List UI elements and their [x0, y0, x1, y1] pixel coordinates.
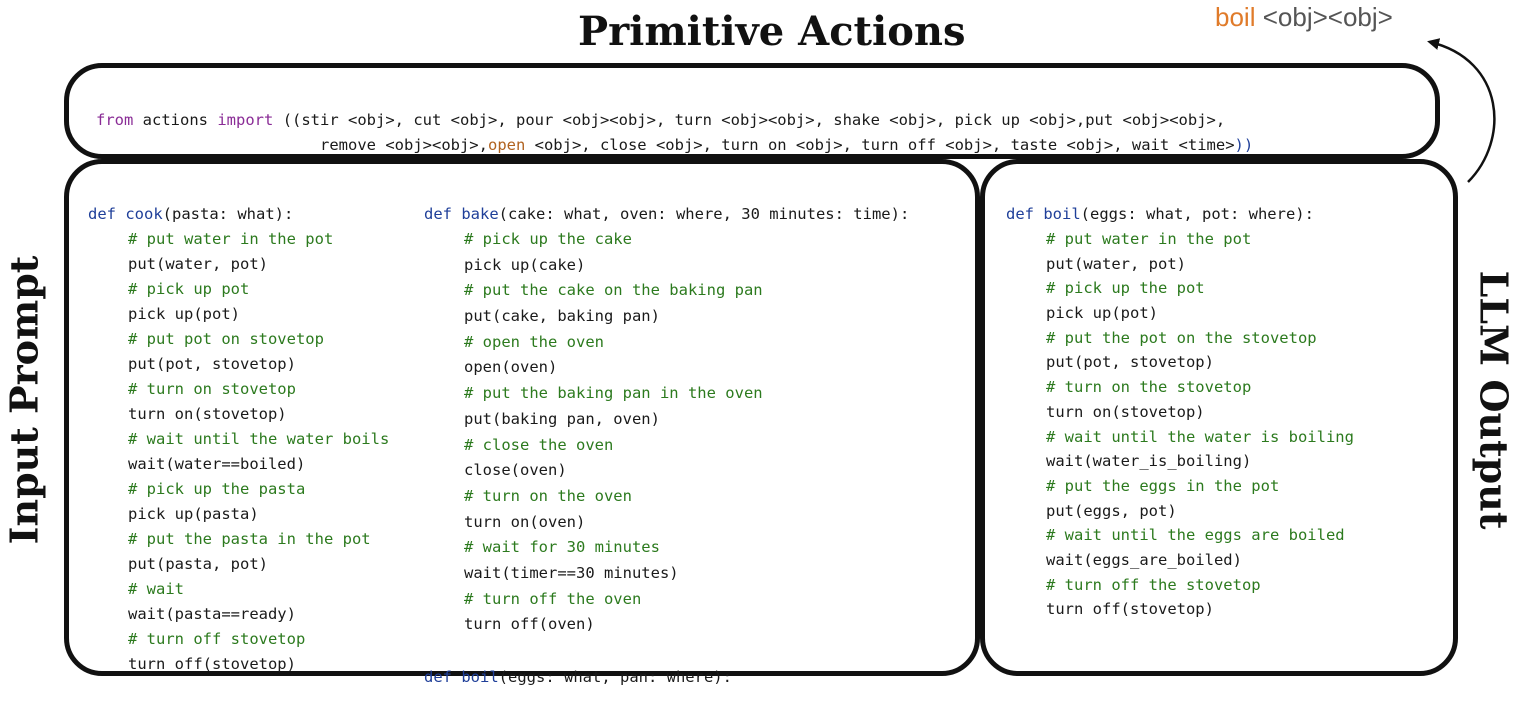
cook-function: def cook(pasta: what): # put water in the… [88, 177, 389, 702]
output_boil-line: put(eggs, pot) [1046, 501, 1177, 520]
bake-line: open(oven) [464, 358, 558, 377]
boil-name: boil [1215, 2, 1256, 32]
output_boil-line: put(pot, stovetop) [1046, 353, 1214, 372]
output-boil-function: def boil(eggs: what, pot: where): # put w… [1006, 177, 1354, 647]
bake-line: # pick up the cake [464, 230, 632, 248]
output_boil-line: # pick up the pot [1046, 279, 1205, 298]
output_boil-line: # put the pot on the stovetop [1046, 328, 1317, 347]
output_boil-line: turn off(stovetop) [1046, 600, 1214, 619]
output_boil-line: # put water in the pot [1046, 230, 1252, 248]
bake-line: put(baking pan, oven) [464, 409, 660, 428]
bake-line: put(cake, baking pan) [464, 307, 660, 326]
input-prompt-label: Input Prompt [1, 255, 47, 545]
primitive-actions-box [64, 63, 1440, 159]
bake-line: # open the oven [464, 332, 604, 351]
bake-line: wait(timer==30 minutes) [464, 563, 679, 582]
bake-line: close(oven) [464, 461, 567, 480]
bake-line: # turn on the oven [464, 486, 632, 505]
output_boil-line: turn on(stovetop) [1046, 402, 1205, 421]
import-line-1: from actions import ((stir <obj>, cut <o… [96, 111, 1226, 129]
cook-line: # put water in the pot [128, 230, 334, 248]
import-statement: from actions import ((stir <obj>, cut <o… [96, 83, 1253, 183]
output_boil-line: # turn on the stovetop [1046, 378, 1252, 397]
output_boil-line: # wait until the eggs are boiled [1046, 526, 1345, 545]
cook-line: turn off(stovetop) [128, 655, 296, 673]
cook-line: put(water, pot) [128, 255, 268, 273]
output_boil-line: put(water, pot) [1046, 254, 1186, 273]
cook-line: turn on(stovetop) [128, 405, 287, 423]
input-prompt-box [64, 159, 980, 676]
cook-line: wait(pasta==ready) [128, 605, 296, 623]
cook-line: # pick up the pasta [128, 480, 306, 498]
bake-def-line: def bake(cake: what, oven: where, 30 min… [424, 205, 910, 223]
output_boil-line: # put the eggs in the pot [1046, 476, 1280, 495]
output_boil-line: # wait until the water is boiling [1046, 427, 1354, 446]
cook-line: pick up(pot) [128, 305, 240, 323]
output_boil-line: wait(water_is_boiling) [1046, 452, 1252, 471]
bake-line: pick up(cake) [464, 255, 586, 274]
bake-line: turn on(oven) [464, 512, 586, 531]
import-line-2: remove <obj><obj>,open <obj>, close <obj… [320, 136, 1254, 154]
llm-output-label: LLM Output [1471, 270, 1517, 530]
bake-function: def bake(cake: what, oven: where, 30 min… [424, 177, 909, 663]
bake-line: # put the baking pan in the oven [464, 384, 763, 403]
bake-line: # close the oven [464, 435, 614, 454]
output-boil-def-line: def boil(eggs: what, pot: where): [1006, 205, 1314, 223]
curved-arrow-icon [1427, 38, 1496, 183]
boil-signature-label: boil <obj><obj> [1215, 2, 1393, 33]
cook-line: wait(water==boiled) [128, 455, 306, 473]
cook-line: # turn off stovetop [128, 630, 306, 648]
cook-def-line: def cook(pasta: what): [88, 205, 294, 223]
cook-line: pick up(pasta) [128, 505, 259, 523]
cook-line: put(pasta, pot) [128, 555, 268, 573]
output_boil-line: # turn off the stovetop [1046, 575, 1261, 594]
prompt-boil-def-line: def boil(eggs: what, pan: where): [424, 668, 732, 686]
cook-line: put(pot, stovetop) [128, 355, 296, 373]
bake-line: # put the cake on the baking pan [464, 281, 763, 300]
prompt-boil-stub: def boil(eggs: what, pan: where): [424, 640, 732, 715]
llm-output-box [980, 159, 1458, 676]
bake-line: # wait for 30 minutes [464, 538, 660, 557]
output_boil-line: pick up(pot) [1046, 304, 1158, 323]
boil-args: <obj><obj> [1262, 2, 1393, 32]
cook-line: # put pot on stovetop [128, 330, 324, 348]
primitive-actions-title: Primitive Actions [578, 8, 966, 55]
bake-line: turn off(oven) [464, 615, 595, 634]
cook-line: # wait [128, 580, 184, 598]
cook-line: # put the pasta in the pot [128, 530, 371, 548]
cook-line: # wait until the water boils [128, 430, 390, 448]
output_boil-line: wait(eggs_are_boiled) [1046, 550, 1242, 569]
cook-line: # turn on stovetop [128, 380, 296, 398]
bake-line: # turn off the oven [464, 589, 642, 608]
cook-line: # pick up pot [128, 280, 250, 298]
